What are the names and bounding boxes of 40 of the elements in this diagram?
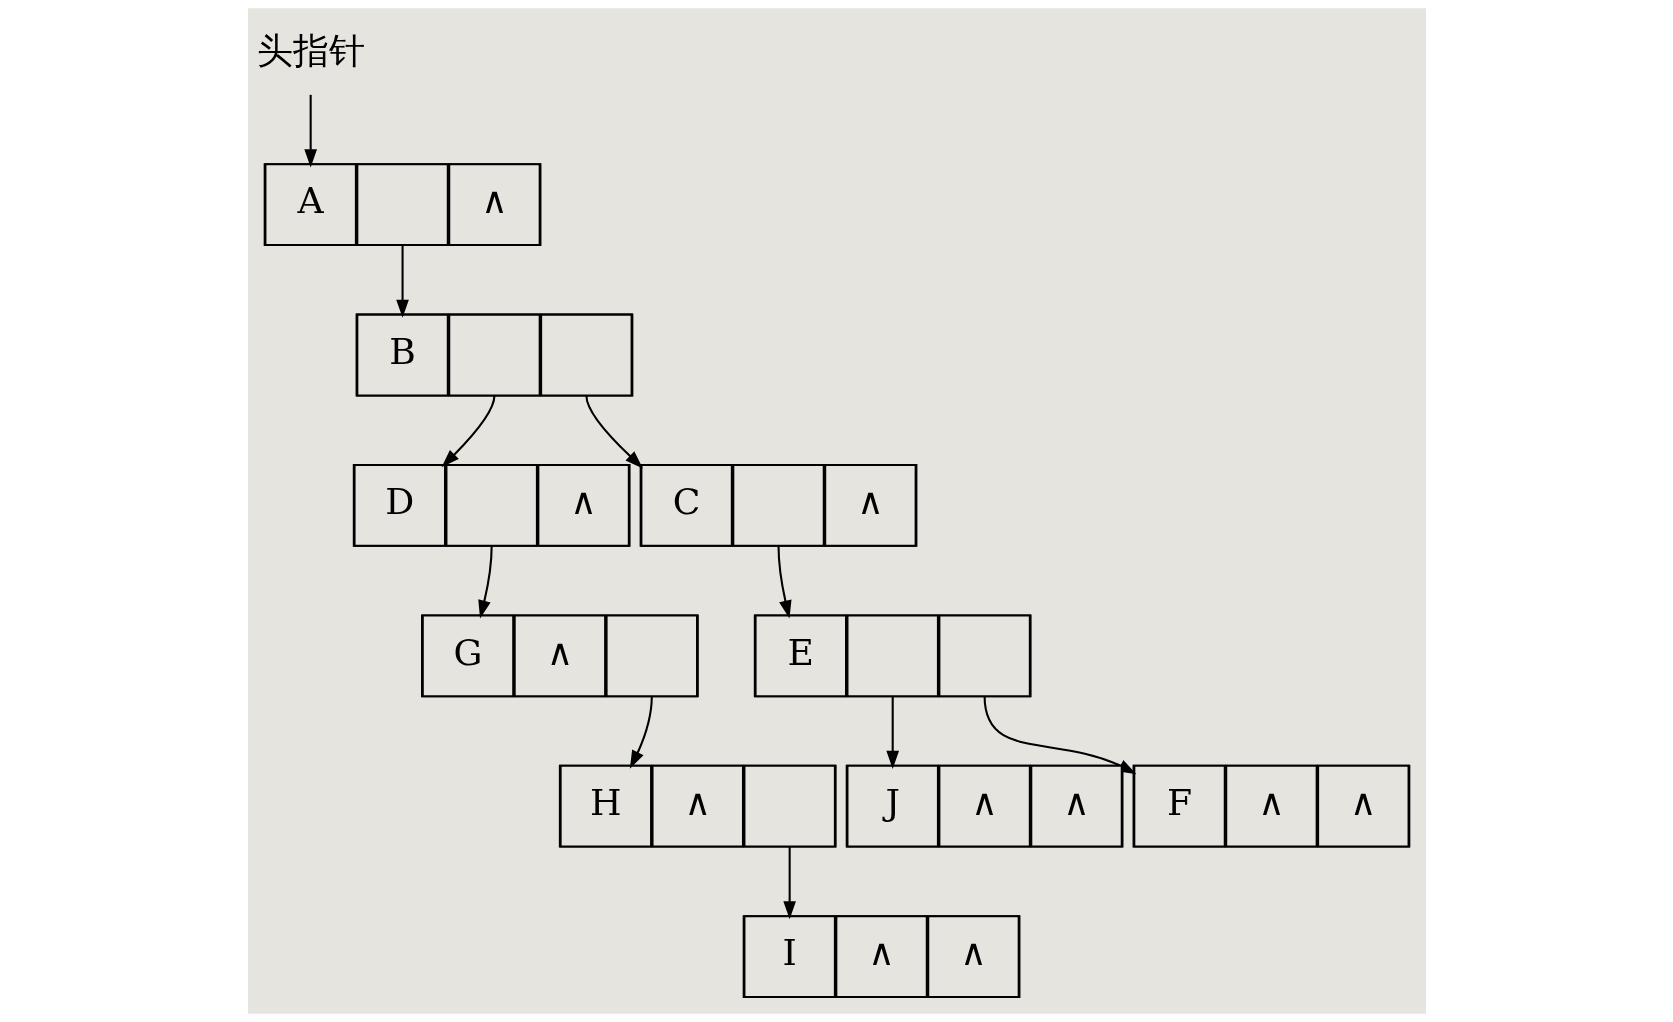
- arrow: [441, 395, 495, 468]
- arrow: [584, 395, 643, 469]
- node-box: [605, 614, 698, 698]
- node-box: [845, 614, 939, 698]
- node-box: [355, 163, 449, 247]
- node-box: I: [742, 915, 836, 998]
- node-box: A: [263, 163, 357, 247]
- node-box: E: [754, 614, 847, 698]
- arrow: [782, 846, 796, 920]
- arrow: [885, 696, 899, 769]
- node-box: ∧: [536, 464, 630, 547]
- node-box: ∧: [937, 764, 1031, 848]
- node-box: [937, 614, 1031, 698]
- node-box: [742, 764, 836, 848]
- node-box: F: [1132, 764, 1226, 848]
- node-box: ∧: [1029, 764, 1123, 848]
- node-box: ∧: [1316, 764, 1410, 848]
- arrow: [629, 696, 653, 769]
- node-box: ∧: [513, 614, 606, 698]
- node-box: C: [639, 464, 733, 547]
- node-box: [447, 313, 541, 397]
- node-box: ∧: [823, 464, 917, 547]
- arrow: [303, 94, 317, 168]
- node-box: G: [421, 614, 514, 698]
- node-box: ∧: [447, 163, 541, 247]
- node-box: [731, 464, 825, 547]
- node-box: ∧: [1224, 764, 1318, 848]
- node-box: ∧: [650, 764, 744, 848]
- node-box: [539, 313, 633, 397]
- node-box: J: [845, 764, 939, 848]
- node-box: D: [352, 464, 446, 547]
- node-box: ∧: [926, 915, 1020, 998]
- node-box: ∧: [834, 915, 928, 998]
- node-text: 头指针: [256, 29, 365, 73]
- node-box: [444, 464, 538, 547]
- node-box: B: [355, 313, 449, 397]
- arrow: [477, 545, 493, 619]
- arrow: [395, 245, 409, 318]
- node-box: H: [559, 764, 652, 848]
- arrow: [776, 545, 792, 619]
